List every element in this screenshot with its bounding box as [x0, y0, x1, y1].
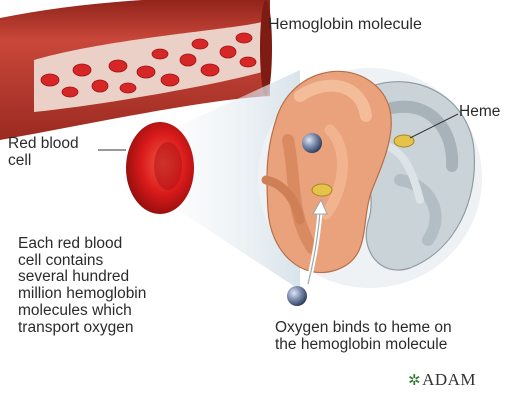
red-blood-cell-label-line1: Red blood — [8, 136, 79, 153]
molecule-title: Hemoglobin molecule — [268, 16, 422, 33]
hemoglobin-molecule — [258, 68, 482, 288]
description-line: million hemoglobin — [18, 286, 146, 303]
oxygen-molecule — [302, 133, 322, 153]
description-line: transport oxygen — [18, 320, 146, 337]
heme-label: Heme — [459, 104, 500, 121]
red-blood-cell — [126, 122, 194, 214]
red-blood-cell-label-line2: cell — [8, 153, 79, 170]
star-icon: ✲ — [408, 373, 421, 389]
heme-group — [394, 135, 414, 147]
oxygen-molecule — [287, 286, 307, 306]
oxygen-note-line1: Oxygen binds to heme on — [275, 320, 452, 337]
description-line: cell contains — [18, 253, 146, 270]
oxygen-note: Oxygen binds to heme on the hemoglobin m… — [275, 320, 452, 353]
description-text: Each red blood cell contains several hun… — [18, 236, 146, 336]
description-line: several hundred — [18, 269, 146, 286]
oxygen-note-line2: the hemoglobin molecule — [275, 337, 452, 354]
description-line: molecules which — [18, 303, 146, 320]
description-line: Each red blood — [18, 236, 146, 253]
adam-logo: ✲ADAM — [408, 370, 476, 390]
heme-group — [312, 184, 332, 196]
red-blood-cell-label: Red blood cell — [8, 136, 79, 169]
logo-text: ADAM — [422, 370, 476, 389]
